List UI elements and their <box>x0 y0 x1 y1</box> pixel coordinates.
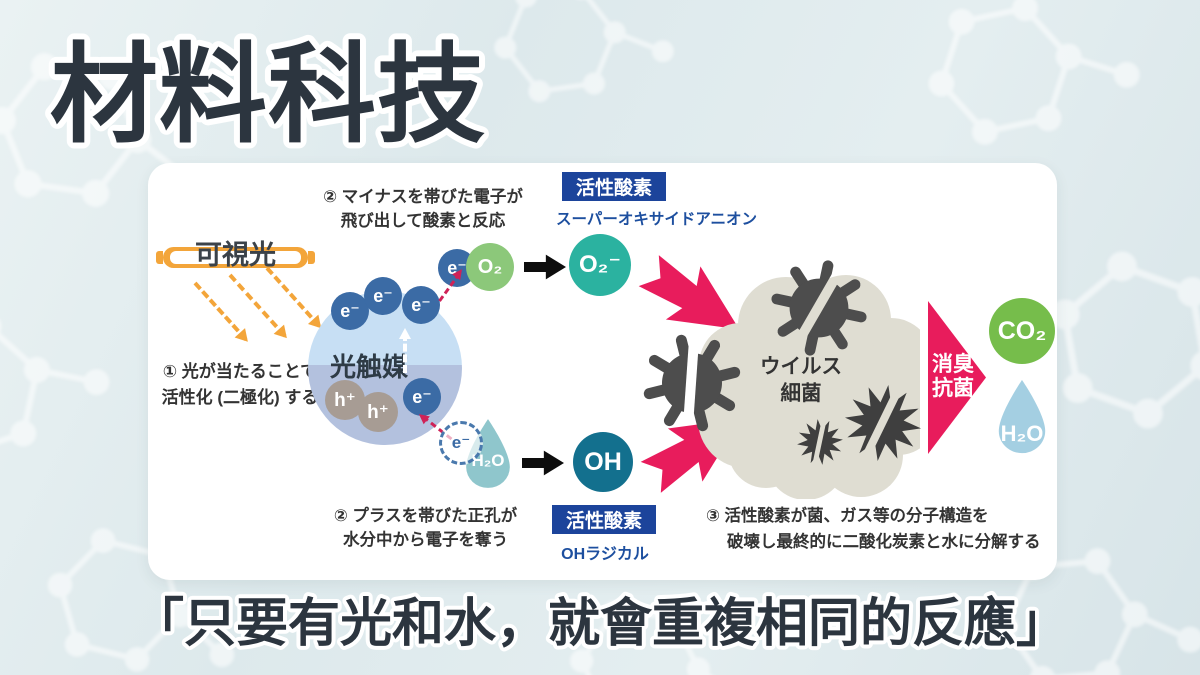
water-droplet-large <box>993 369 1051 463</box>
hydroxyl-circle: OH <box>573 432 633 492</box>
electron-dashed-badge: e⁻ <box>439 421 483 465</box>
step1-caption: ① 光が当たることで 活性化 (二極化) する <box>161 362 319 407</box>
visible-light-label: 可視光 <box>195 240 276 270</box>
co2-circle: CO₂ <box>989 298 1055 364</box>
active-oxygen-badge-bottom: 活性酸素 <box>552 505 656 534</box>
excitation-arrow-icon <box>399 328 411 373</box>
water-large-label: H₂O <box>1000 421 1044 446</box>
photocatalyst-label: 光触媒 <box>330 352 409 382</box>
electron-badge: e⁻ <box>331 292 369 330</box>
virus-icon <box>761 250 877 366</box>
diagram-panel: 可視光 ① 光が当たることで 活性化 (二極化) する 光触媒 e⁻ e⁻ e⁻… <box>148 163 1057 580</box>
virus-bacteria-label: ウイルス 細菌 <box>760 355 842 405</box>
step2-top-caption: ② マイナスを帯びた電子が 飛び出して酸素と反応 <box>323 188 523 230</box>
svg-text:「只要有光和水，就會重複相同的反應」: 「只要有光和水，就會重複相同的反應」 <box>132 594 1068 653</box>
active-oxygen-badge-top: 活性酸素 <box>562 172 666 201</box>
reaction-arrow-icon <box>524 254 566 280</box>
bottom-caption: 「只要有光和水，就會重複相同的反應」 <box>128 590 1072 657</box>
burst-germ-icon <box>838 378 928 468</box>
oxygen-circle: O₂ <box>466 243 514 291</box>
visible-light-tube <box>156 247 315 268</box>
step3-caption: ③ 活性酸素が菌、ガス等の分子構造を 破壊し最終的に二酸化炭素と水に分解する <box>706 507 1041 551</box>
electron-badge: e⁻ <box>364 277 402 315</box>
water-small-label: H₂O <box>471 451 505 470</box>
page-title: 材料科技 <box>44 31 491 154</box>
reaction-arrow-icon <box>522 450 564 476</box>
oh-radical-label: OHラジカル <box>561 546 649 563</box>
deodorize-label: 消臭 抗菌 <box>932 353 974 400</box>
svg-text:材料科技: 材料科技 <box>50 37 486 154</box>
electron-badge: e⁻ <box>402 286 440 324</box>
superoxide-anion-label: スーパーオキサイドアニオン <box>556 211 758 228</box>
burst-germ-icon <box>794 416 847 469</box>
step2-bottom-caption: ② プラスを帯びた正孔が 水分中から電子を奪う <box>333 507 518 549</box>
light-ray-icon <box>265 266 321 328</box>
light-ray-icon <box>193 281 248 341</box>
superoxide-circle: O₂⁻ <box>569 234 631 296</box>
hole-badge: h⁺ <box>325 380 365 420</box>
hole-badge: h⁺ <box>358 392 398 432</box>
